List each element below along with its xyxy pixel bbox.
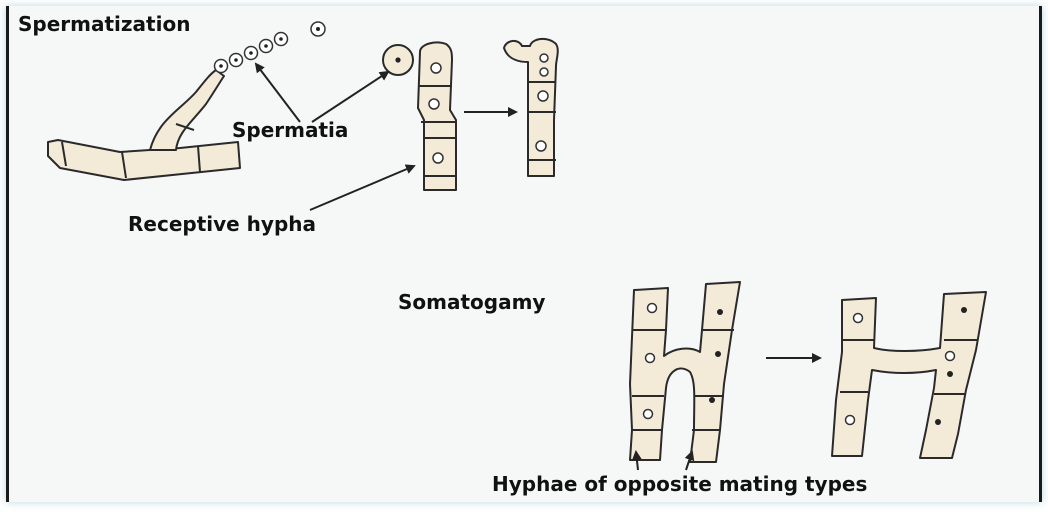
receptive-hypha (418, 42, 456, 190)
receptive-hypha-label: Receptive hypha (128, 212, 316, 236)
receptive-hypha-pointer (310, 166, 414, 210)
spermatia-chain (215, 22, 326, 73)
free-spermatium (383, 45, 413, 75)
receptive-hypha-fused (504, 39, 558, 176)
somatogamy-label: Somatogamy (398, 290, 545, 314)
hyphae-mating-types-label: Hyphae of opposite mating types (492, 472, 867, 496)
somatogamy-hyphae-before (630, 282, 740, 462)
somatogamy-hyphae-after (832, 292, 986, 458)
spermatia-label: Spermatia (232, 118, 348, 142)
spermatia-pointer-arrows (256, 64, 388, 122)
spermatia-producing-hypha (48, 70, 240, 180)
spermatization-label: Spermatization (18, 12, 190, 36)
